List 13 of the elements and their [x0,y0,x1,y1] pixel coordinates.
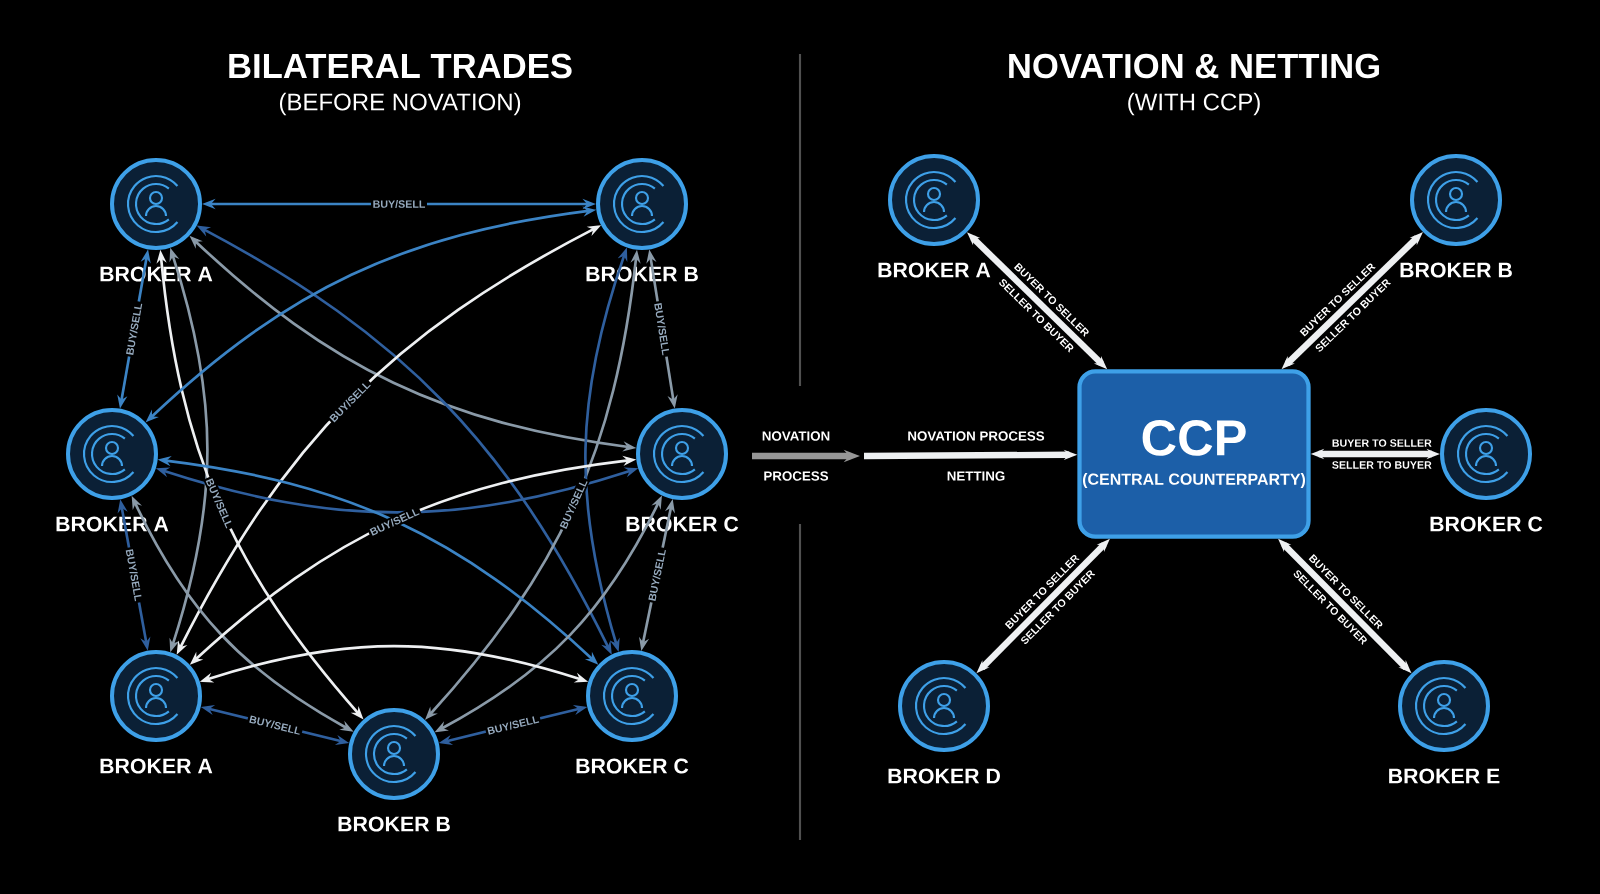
heading: (WITH CCP) [1128,92,1260,116]
broker-label: BROKER C [572,755,692,777]
broker-label: BROKER A [874,259,994,281]
heading: NOVATION & NETTING [1009,53,1379,79]
broker-label: BROKER A [96,755,216,777]
heading: (BEFORE NOVATION) [279,92,521,116]
broker-label: BROKER E [1385,765,1503,787]
heading: BILATERAL TRADES [229,53,572,79]
broker-label: BROKER B [334,813,454,835]
broker-label: BROKER C [1426,513,1546,535]
broker-label: BROKER B [1396,259,1516,281]
ccp-box: CCP (CENTRAL COUNTERPARTY) [1077,369,1311,539]
broker-label: BROKER D [884,765,1004,787]
